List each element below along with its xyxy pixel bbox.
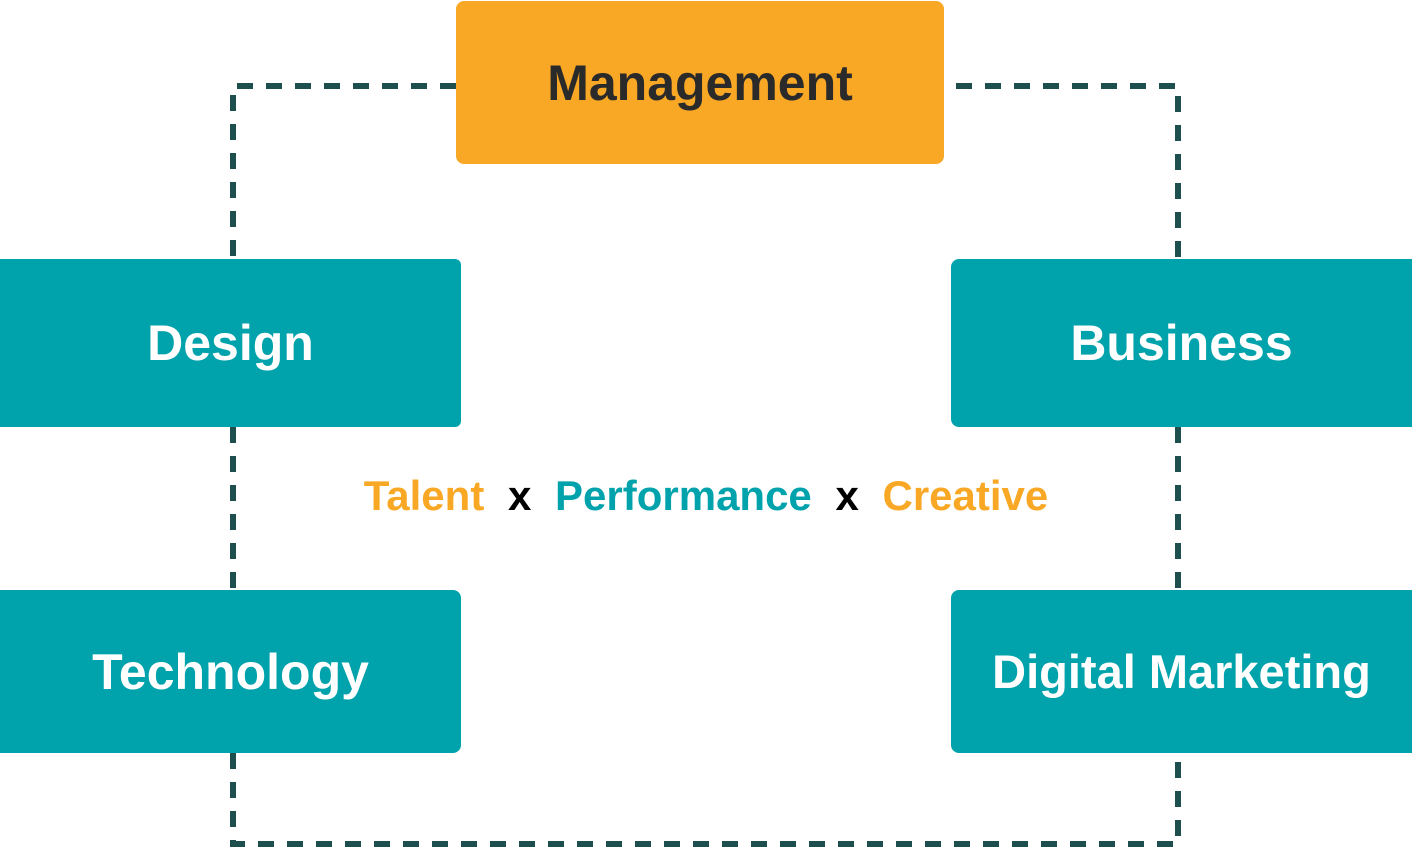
connector-top-right — [956, 83, 1181, 259]
management-node: Management — [456, 1, 944, 164]
tagline: Talent x Performance x Creative — [0, 472, 1412, 520]
tagline-separator: x — [507, 472, 532, 519]
business-label: Business — [1070, 315, 1293, 371]
digital-marketing-label: Digital Marketing — [992, 645, 1371, 698]
digital-marketing-node: Digital Marketing — [951, 590, 1412, 753]
tagline-word-performance: Performance — [555, 472, 812, 519]
tagline-separator: x — [835, 472, 859, 519]
design-label: Design — [147, 315, 314, 371]
management-label: Management — [547, 54, 853, 111]
tagline-word-talent: Talent — [363, 472, 485, 519]
connector-lines — [230, 83, 1181, 847]
connector-top-left — [230, 83, 456, 259]
technology-label: Technology — [92, 643, 369, 700]
business-node: Business — [951, 259, 1412, 427]
design-node: Design — [0, 259, 461, 427]
tagline-word-creative: Creative — [882, 472, 1049, 519]
connector-bottom — [230, 753, 1181, 847]
technology-node: Technology — [0, 590, 461, 753]
